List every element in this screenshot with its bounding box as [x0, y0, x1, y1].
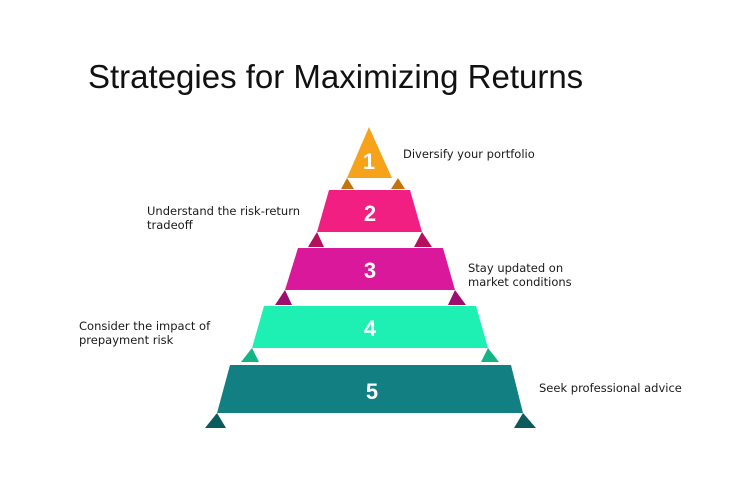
level-2-label: Understand the risk-return tradeoff — [147, 204, 301, 232]
level-3-fold-left — [275, 290, 292, 305]
level-1-number: 1 — [363, 149, 375, 174]
level-2-shape — [317, 190, 422, 232]
level-1-label: Diversify your portfolio — [403, 147, 535, 161]
level-5-number: 5 — [366, 379, 378, 404]
level-3-fold-right — [448, 290, 466, 305]
level-2-number: 2 — [364, 201, 376, 226]
pyramid-level-4: 4 — [241, 306, 499, 362]
level-4-fold-right — [481, 348, 499, 362]
pyramid-level-5: 5 — [205, 365, 536, 428]
level-5-shape — [217, 365, 523, 413]
level-5-fold-right — [514, 413, 536, 428]
level-2-fold-left — [308, 232, 324, 247]
pyramid-level-3: 3 — [275, 248, 466, 305]
level-4-label: Consider the impact of prepayment risk — [79, 319, 211, 347]
pyramid-level-1: 1 — [341, 127, 405, 189]
diagram-title: Strategies for Maximizing Returns — [88, 58, 584, 95]
level-4-fold-left — [241, 348, 259, 362]
level-1-shape — [347, 127, 392, 178]
level-1-fold-left — [341, 178, 354, 189]
level-4-number: 4 — [364, 316, 377, 341]
level-3-shape — [285, 248, 455, 290]
level-5-fold-left — [205, 413, 226, 428]
pyramid-level-2: 2 — [308, 190, 432, 247]
level-5-label: Seek professional advice — [539, 381, 682, 395]
level-4-shape — [252, 306, 488, 348]
level-3-label: Stay updated on market conditions — [468, 261, 572, 289]
level-1-fold-right — [391, 178, 405, 189]
level-2-fold-right — [414, 232, 432, 247]
level-3-number: 3 — [364, 258, 376, 283]
